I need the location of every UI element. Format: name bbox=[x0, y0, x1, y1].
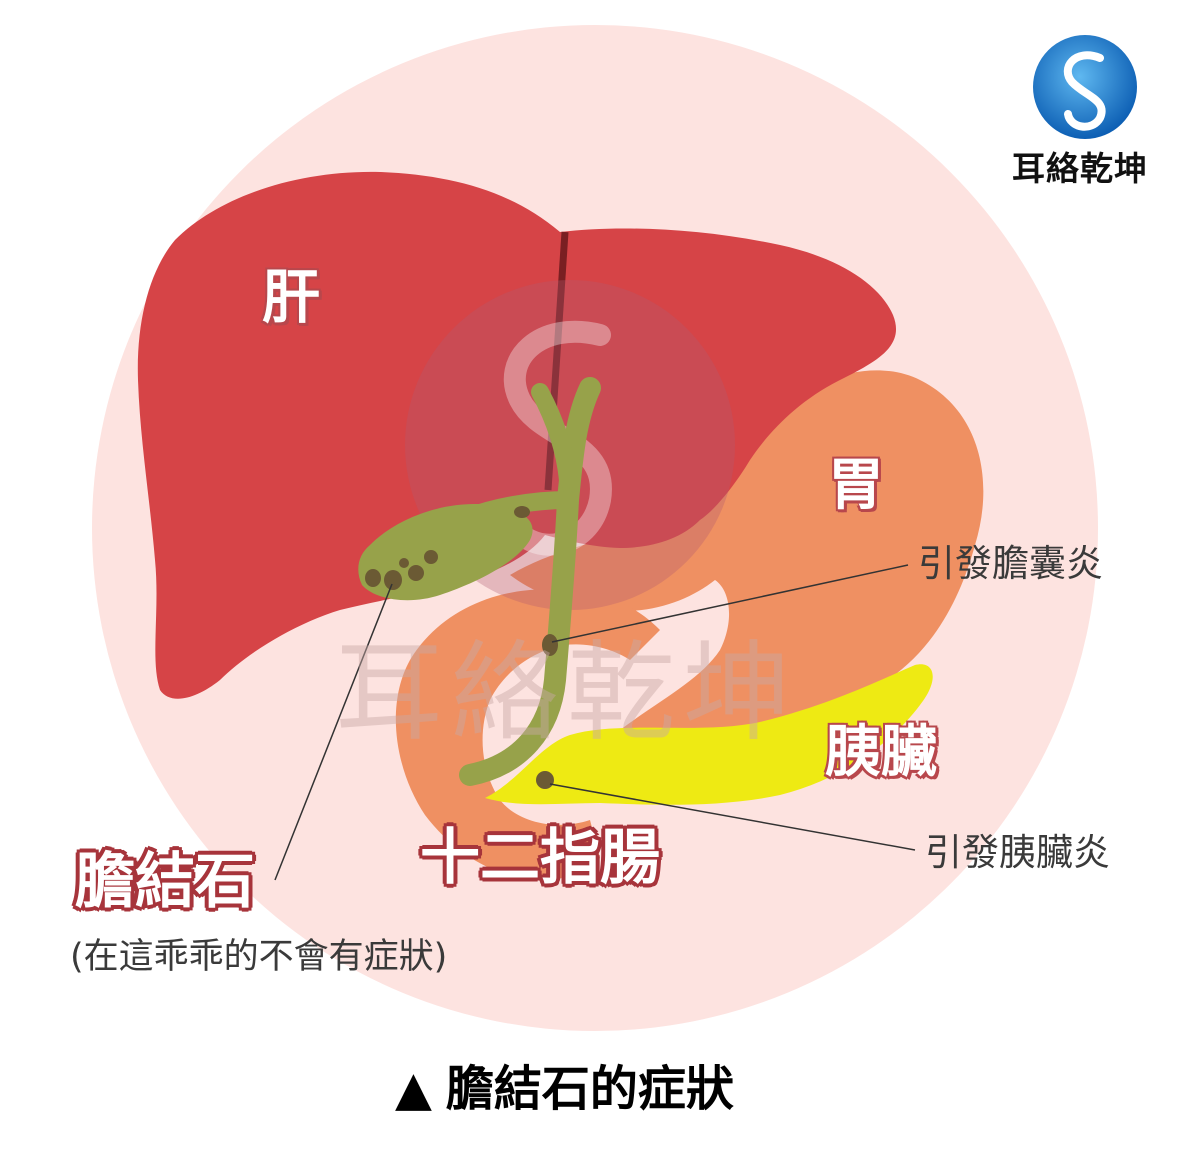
liver-label: 肝 bbox=[262, 263, 321, 331]
stomach-label: 胃 bbox=[828, 453, 884, 518]
pancreas-shape bbox=[485, 664, 933, 805]
leader-line-pancreatitis bbox=[549, 783, 916, 851]
duodenum-label: 十二指腸 bbox=[420, 823, 660, 893]
pancreatic-duct-stone bbox=[536, 771, 554, 789]
gallstones bbox=[365, 506, 558, 789]
gallstone-note: (在這乖乖的不會有症狀) bbox=[70, 937, 448, 977]
logo-text: 耳絡乾坤 bbox=[1012, 149, 1148, 188]
duct-stone bbox=[542, 634, 558, 656]
leader-line-cholecystitis bbox=[551, 564, 909, 643]
liver-ligament bbox=[544, 231, 569, 491]
leader-line-gallstone bbox=[274, 583, 393, 881]
watermark-text: 耳絡乾坤 bbox=[335, 631, 800, 756]
pancreatitis-label: 引發胰臟炎 bbox=[925, 831, 1110, 874]
duodenum-shape bbox=[395, 589, 660, 880]
caption-text: 膽結石的症狀 bbox=[445, 1061, 734, 1117]
liver-shape bbox=[137, 171, 897, 699]
gallstone-title: 膽結石 bbox=[75, 847, 255, 917]
gallbladder-shape bbox=[358, 504, 533, 601]
s-swirl-logo-icon bbox=[1033, 35, 1137, 139]
pancreas-label: 胰臟 bbox=[825, 720, 937, 785]
caption-triangle-icon: ▲ bbox=[395, 1061, 432, 1117]
logo-swirl bbox=[1063, 51, 1106, 131]
stomach-shape bbox=[510, 370, 984, 752]
figure-caption: ▲膽結石的症狀 bbox=[395, 1065, 734, 1113]
cholecystitis-label: 引發膽囊炎 bbox=[918, 542, 1103, 585]
